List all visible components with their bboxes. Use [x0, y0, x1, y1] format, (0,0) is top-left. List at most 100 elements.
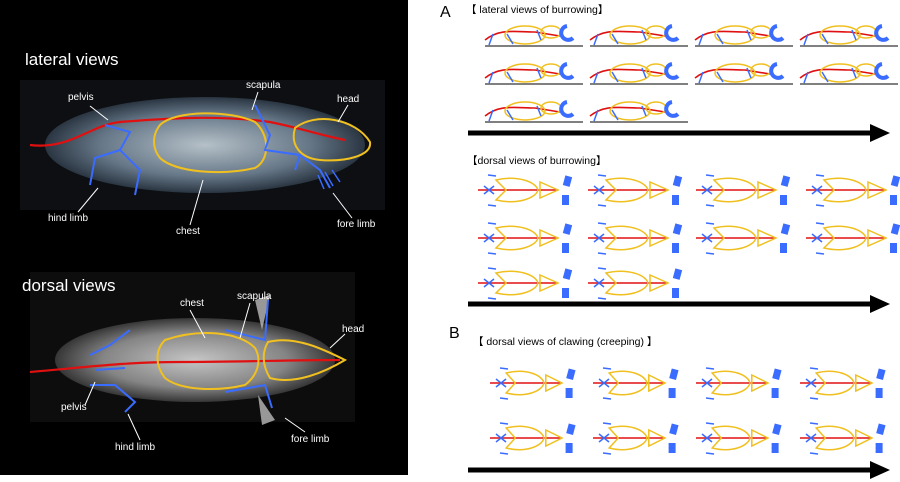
dorsal-forepaw	[890, 223, 900, 235]
lateral-claw	[769, 62, 785, 80]
dorsal-forepaw	[562, 175, 573, 187]
dorsal-chest	[494, 177, 539, 203]
dorsal-fore-limb-label: fore limb	[291, 434, 330, 445]
lateral-limbs	[488, 29, 542, 46]
dorsal-hindpaw	[597, 252, 607, 255]
lateral-spine	[694, 30, 771, 41]
dorsal-chest	[822, 177, 867, 203]
lateral-views-title: lateral views	[25, 50, 119, 69]
dorsal-forepaw	[668, 388, 676, 398]
dorsal-head	[539, 180, 560, 200]
dorsal-forepaw	[780, 175, 791, 187]
clawing-time-arrow-head	[870, 461, 890, 479]
lateral-time-arrow-head	[870, 124, 890, 142]
dorsal-forepaw	[672, 195, 679, 205]
lateral-pelvis-label: pelvis	[68, 92, 94, 103]
dorsal-head	[649, 180, 670, 200]
lateral-limbs	[803, 29, 857, 46]
dorsal-forepaw	[672, 223, 683, 235]
dorsal-forepaw	[780, 243, 787, 253]
dorsal-hindpaw	[809, 397, 819, 400]
dorsal-pelvis	[593, 185, 605, 195]
dorsal-pelvis	[701, 233, 713, 243]
dorsal-head	[867, 180, 888, 200]
lateral-spine	[484, 68, 561, 79]
dorsal-pelvis	[483, 278, 495, 288]
dorsal-hindpaw	[705, 222, 715, 225]
lateral-chest	[609, 63, 651, 83]
dorsal-head	[545, 428, 564, 448]
dorsal-pelvis	[495, 433, 507, 443]
dorsal-forepaw	[565, 443, 573, 453]
panel-a-letter: A	[440, 4, 451, 21]
dorsal-hindpaw	[815, 204, 825, 207]
lateral-chest	[714, 25, 756, 45]
lateral-claw	[664, 62, 680, 80]
dorsal-forepaw	[669, 368, 679, 380]
dorsal-head	[751, 428, 770, 448]
dorsal-chest	[710, 370, 751, 396]
lateral-chest	[819, 63, 861, 83]
dorsal-chest	[504, 370, 545, 396]
dorsal-chest	[814, 370, 855, 396]
lateral-chest-label: chest	[176, 226, 200, 237]
dorsal-hindpaw	[597, 297, 607, 300]
dorsal-chest	[504, 425, 545, 451]
lateral-claw	[664, 100, 680, 118]
dorsal-hindpaw	[809, 422, 819, 425]
dorsal-head	[757, 180, 778, 200]
dorsal-pelvis	[805, 378, 817, 388]
dorsal-forepaw	[876, 368, 886, 380]
dorsal-chest	[607, 425, 648, 451]
lateral-spine	[484, 106, 561, 117]
dorsal-hindpaw	[705, 174, 715, 177]
lateral-head-label: head	[337, 94, 360, 105]
dorsal-pelvis	[701, 378, 713, 388]
lateral-chest	[504, 101, 546, 121]
dorsal-hindpaw	[602, 397, 612, 400]
dorsal-forepaw	[562, 223, 573, 235]
dorsal-chest	[712, 225, 757, 251]
dorsal-hindpaw	[815, 222, 825, 225]
dorsal-pelvis-label: pelvis	[61, 402, 87, 413]
dorsal-hindpaw	[499, 367, 509, 370]
xray-illustration	[20, 80, 385, 441]
dorsal-hindpaw	[487, 267, 497, 270]
dorsal-head	[867, 228, 888, 248]
dorsal-pelvis	[598, 378, 610, 388]
dorsal-forepaw	[562, 195, 569, 205]
lateral-chest	[714, 63, 756, 83]
dorsal-chest	[712, 177, 757, 203]
lateral-spine	[589, 106, 666, 117]
dorsal-pelvis	[701, 433, 713, 443]
dorsal-forepaw	[562, 268, 573, 280]
dorsal-head	[539, 228, 560, 248]
dorsal-hindpaw	[597, 267, 607, 270]
dorsal-hindpaw	[705, 367, 715, 370]
dorsal-forepaw	[562, 288, 569, 298]
dorsal-hindpaw	[809, 452, 819, 455]
dorsal-time-arrow-head	[870, 295, 890, 313]
dorsal-hindpaw	[487, 222, 497, 225]
dorsal-burrowing-header: 【dorsal views of burrowing】	[467, 155, 607, 167]
lateral-claw	[664, 24, 680, 42]
lateral-burrowing-header: 【 lateral views of burrowing】	[466, 4, 609, 16]
lateral-spine	[589, 68, 666, 79]
dorsal-forepaw	[875, 388, 883, 398]
lateral-limbs	[593, 67, 647, 84]
dorsal-forepaw	[780, 195, 787, 205]
dorsal-forepaw	[672, 288, 679, 298]
lateral-claw	[874, 62, 890, 80]
dorsal-pelvis	[495, 378, 507, 388]
dorsal-pelvis	[598, 433, 610, 443]
dorsal-scapula-label: scapula	[237, 291, 272, 302]
dorsal-chest	[494, 270, 539, 296]
lateral-scapula-label: scapula	[246, 80, 281, 91]
lateral-limbs	[698, 29, 752, 46]
dorsal-forepaw	[566, 368, 576, 380]
dorsal-head	[757, 228, 778, 248]
dorsal-pelvis	[483, 185, 495, 195]
dorsal-head	[539, 273, 560, 293]
dorsal-hindpaw	[809, 367, 819, 370]
lateral-limbs	[593, 105, 647, 122]
